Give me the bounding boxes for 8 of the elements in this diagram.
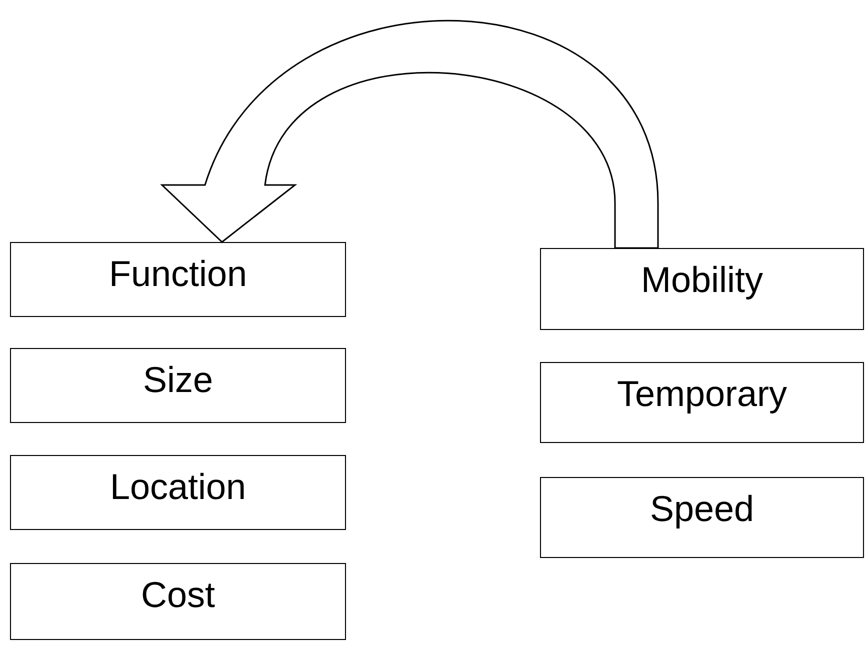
label-box: Speed [540,477,864,558]
label-box: Mobility [540,248,864,330]
curved-arrow [161,20,659,249]
label-box: Function [10,242,346,317]
label-box: Cost [10,563,346,640]
label-box: Size [10,348,346,423]
label-box: Location [10,455,346,530]
label-box: Temporary [540,362,864,443]
